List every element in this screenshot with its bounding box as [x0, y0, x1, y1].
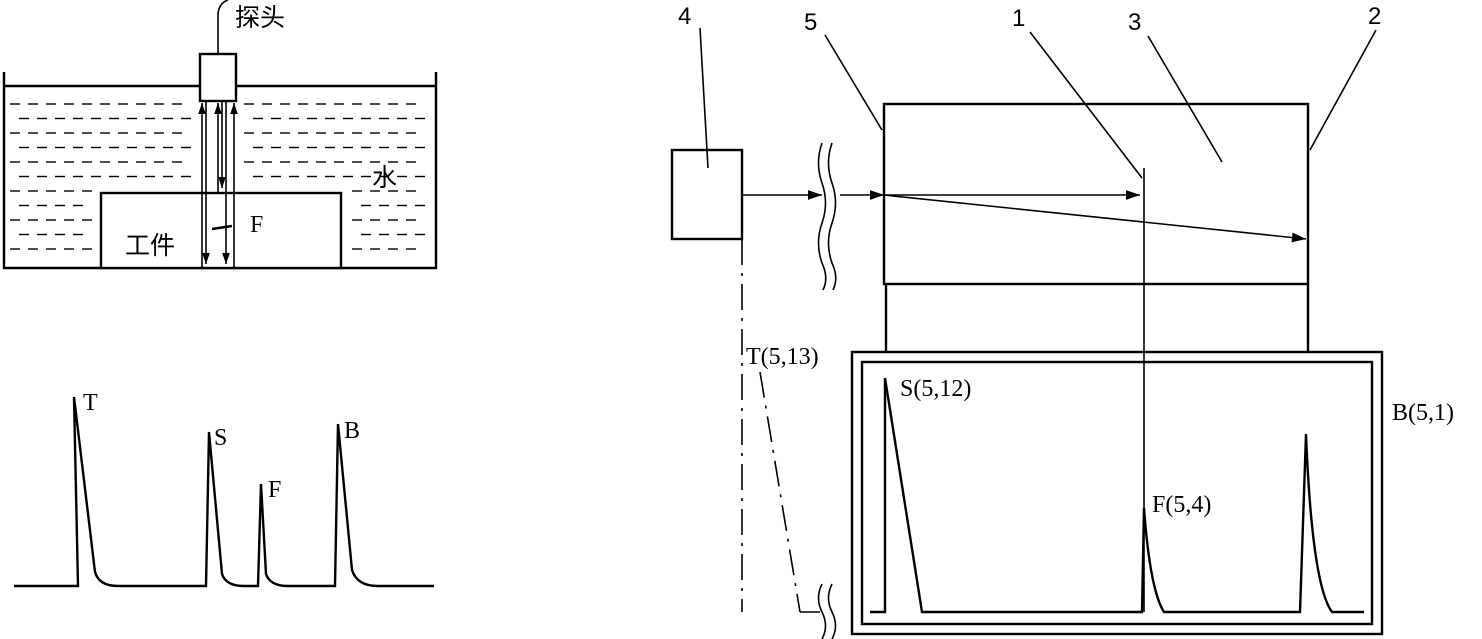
flaw-mark — [211, 224, 233, 231]
peak-label-f: F — [268, 477, 281, 503]
callout-leader-4 — [699, 27, 709, 169]
break-line-top-2 — [827, 142, 837, 291]
test-block — [882, 102, 1310, 286]
signal-label-t: T(5,13) — [746, 344, 819, 370]
callout-2: 2 — [1368, 3, 1381, 30]
display-trace — [870, 377, 1364, 614]
callout-leader-3 — [1147, 35, 1223, 163]
peak-label-s: S — [214, 425, 227, 451]
probe-cable — [217, 0, 229, 54]
signal-label-f: F(5,4) — [1152, 492, 1211, 518]
signal-label-s: S(5,12) — [900, 376, 971, 402]
peak-label-t: T — [83, 390, 98, 416]
break-line-bottom-1 — [817, 583, 827, 639]
callout-1: 1 — [1012, 5, 1025, 32]
workpiece — [99, 191, 343, 270]
break-line-top-1 — [817, 142, 827, 291]
probe-label: 探头 — [235, 3, 285, 32]
callout-leader-5 — [824, 34, 883, 131]
inspection-schematic: 4 5 1 3 2 T(5,13) S(5,12) F(5,4) B(5,1) — [670, 3, 1454, 639]
callout-3: 3 — [1128, 9, 1141, 36]
immersion-tank: 探头 水 工件 F — [2, 0, 438, 270]
display-frame-inner — [860, 360, 1374, 626]
t-signal-line — [759, 371, 801, 613]
peak-label-b: B — [344, 418, 360, 444]
workpiece-label: 工件 — [125, 231, 175, 260]
water-label: 水 — [372, 163, 397, 192]
display-frame-outer — [850, 350, 1384, 636]
callout-leader-2 — [1309, 29, 1377, 151]
water-hatching — [10, 103, 425, 250]
callout-4: 4 — [678, 3, 691, 30]
probe — [198, 52, 238, 103]
a-scan-trace — [14, 396, 434, 588]
signal-label-b: B(5,1) — [1392, 400, 1454, 426]
callout-5: 5 — [804, 9, 817, 36]
callout-leader-1 — [1029, 31, 1143, 179]
flaw-label: F — [250, 212, 263, 238]
beam-to-back — [883, 194, 1307, 243]
break-line-bottom-2 — [827, 583, 837, 639]
a-scan-display: T S F B — [14, 390, 434, 588]
